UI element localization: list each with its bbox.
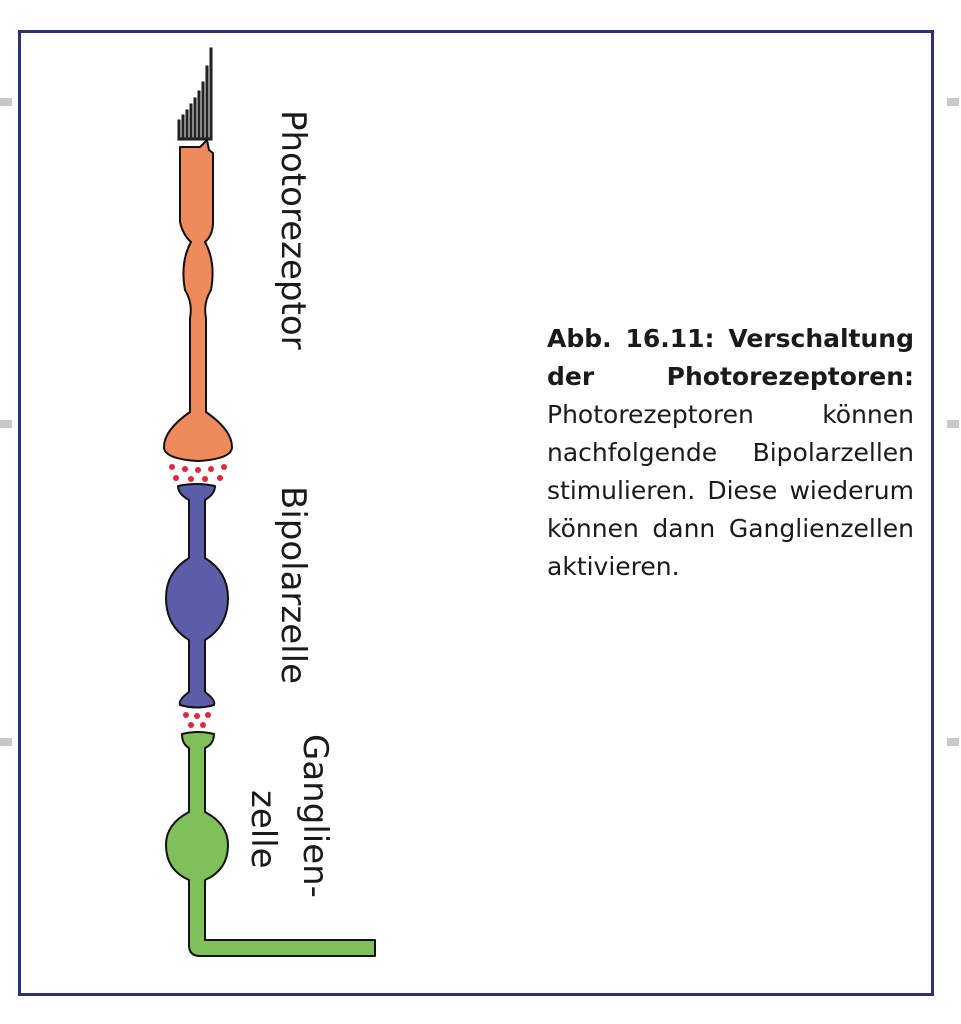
figure-frame <box>18 30 934 996</box>
label-ganglion-line1: Ganglien- <box>295 734 335 898</box>
synapse-dots-lower <box>183 712 211 728</box>
registration-mark-left-middle <box>0 420 12 428</box>
label-bipolar-cell: Bipolarzelle <box>273 486 313 684</box>
label-ganglion-line2: zelle <box>243 790 283 869</box>
figure-caption: Abb. 16.11: Verschal­tung der Photore­ze… <box>547 320 914 586</box>
registration-mark-right-middle <box>947 420 959 428</box>
registration-mark-right-top <box>947 98 959 106</box>
photoreceptor-body <box>163 139 233 462</box>
ganglion-cell <box>165 731 376 957</box>
bipolar-cell <box>165 483 229 709</box>
label-photoreceptor: Photorezeptor <box>273 110 313 350</box>
registration-mark-left-top <box>0 98 12 106</box>
registration-mark-left-bottom <box>0 738 12 746</box>
caption-title: Abb. 16.11: Verschal­tung der Photore­ze… <box>547 324 914 391</box>
synapse-dots-upper <box>169 464 227 482</box>
caption-body: Photo­rezeptoren können nachfolgende Bip… <box>547 400 914 581</box>
photoreceptor-outer-segment <box>177 47 213 141</box>
registration-mark-right-bottom <box>947 738 959 746</box>
